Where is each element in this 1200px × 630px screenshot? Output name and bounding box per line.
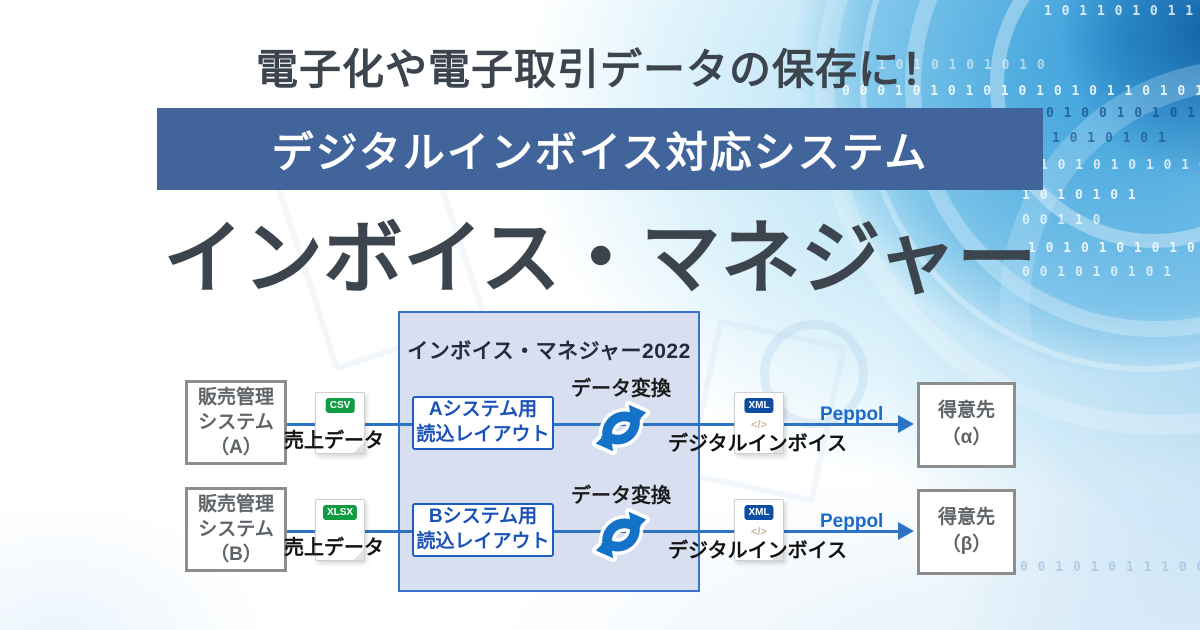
layout-line: Bシステム用 <box>428 506 538 528</box>
binary-row: 1 0 1 0 1 0 1 <box>1052 131 1167 146</box>
binary-row: 0 1 0 0 1 0 1 0 1 <box>1046 106 1197 121</box>
sales-data-label: 売上データ <box>284 537 384 559</box>
data-convert-label: データ変換 <box>571 485 671 507</box>
sync-icon <box>591 400 651 456</box>
binary-row: 1 0 1 0 1 0 1 0 1 0 1 0 <box>1040 158 1200 173</box>
customer-box-alpha: 得意先 （α） <box>917 382 1016 468</box>
source-line: 販売管理 <box>197 493 274 515</box>
binary-row: 0 0 0 1 0 1 0 1 0 1 0 1 0 1 0 1 1 0 1 0 … <box>842 84 1200 99</box>
subtitle-banner: デジタルインボイス対応システム <box>157 108 1043 190</box>
source-line: システム <box>198 411 274 433</box>
customer-box-beta: 得意先 （β） <box>917 489 1016 575</box>
subtitle-banner-label: デジタルインボイス対応システム <box>271 128 929 176</box>
csv-file-icon: CSV <box>315 392 365 454</box>
layout-line: 読込レイアウト <box>416 531 550 552</box>
product-title: インボイス・マネジャー <box>163 214 1037 303</box>
xml-file-icon: XML </> <box>734 392 784 454</box>
xml-file-icon: XML </> <box>734 499 784 561</box>
sales-data-label: 売上データ <box>284 430 384 452</box>
code-glyph: </> <box>751 419 767 431</box>
csv-badge: CSV <box>325 398 355 413</box>
xml-badge: XML <box>744 505 774 520</box>
source-line: （A） <box>210 437 262 459</box>
xml-badge: XML <box>744 398 774 413</box>
dest-line: （β） <box>941 534 992 555</box>
binary-row: 0 0 1 1 0 <box>1022 213 1102 228</box>
xlsx-badge: XLSX <box>322 505 358 520</box>
binary-row: 1 0 1 0 1 0 1 <box>1022 188 1137 203</box>
peppol-arrow-icon <box>898 415 914 433</box>
binary-row: 1 0 1 0 1 0 1 0 1 0 1 0 <box>1028 241 1200 256</box>
source-line: 販売管理 <box>197 386 274 408</box>
catchphrase: 電子化や電子取引データの保存に！ <box>255 46 944 93</box>
binary-row: 1 0 1 0 1 0 1 0 1 0 <box>878 58 1046 73</box>
sync-icon <box>591 507 651 563</box>
data-convert-label: データ変換 <box>571 378 671 400</box>
dest-line: （α） <box>941 427 992 448</box>
digital-invoice-label: デジタルインボイス <box>668 540 847 562</box>
dest-line: 得意先 <box>937 400 995 422</box>
source-system-box-b: 販売管理 システム （B） <box>185 487 287 572</box>
binary-row: 1 0 1 1 0 1 0 1 1 0 1 0 1 1 0 1 0 <box>1044 4 1200 19</box>
center-box-title: インボイス・マネジャー2022 <box>407 340 691 363</box>
layout-line: Aシステム用 <box>428 399 538 421</box>
source-system-box-a: 販売管理 システム （A） <box>185 380 287 465</box>
digital-invoice-label: デジタルインボイス <box>668 433 847 455</box>
dest-line: 得意先 <box>937 507 995 529</box>
layout-line: 読込レイアウト <box>416 424 550 445</box>
source-line: （B） <box>210 544 262 566</box>
source-line: システム <box>198 518 274 540</box>
peppol-label: Peppol <box>820 511 884 532</box>
import-layout-box-b: Bシステム用 読込レイアウト <box>412 503 554 557</box>
flow-line <box>287 530 901 533</box>
import-layout-box-a: Aシステム用 読込レイアウト <box>412 396 554 450</box>
peppol-label: Peppol <box>820 404 884 425</box>
xlsx-file-icon: XLSX <box>315 499 365 561</box>
binary-row: 0 0 1 0 1 0 1 1 1 0 0 1 0 <box>1020 560 1200 575</box>
peppol-arrow-icon <box>898 522 914 540</box>
code-glyph: </> <box>751 526 767 538</box>
binary-row: 0 0 1 0 1 0 1 0 1 <box>1022 265 1173 280</box>
flow-line <box>287 423 901 426</box>
